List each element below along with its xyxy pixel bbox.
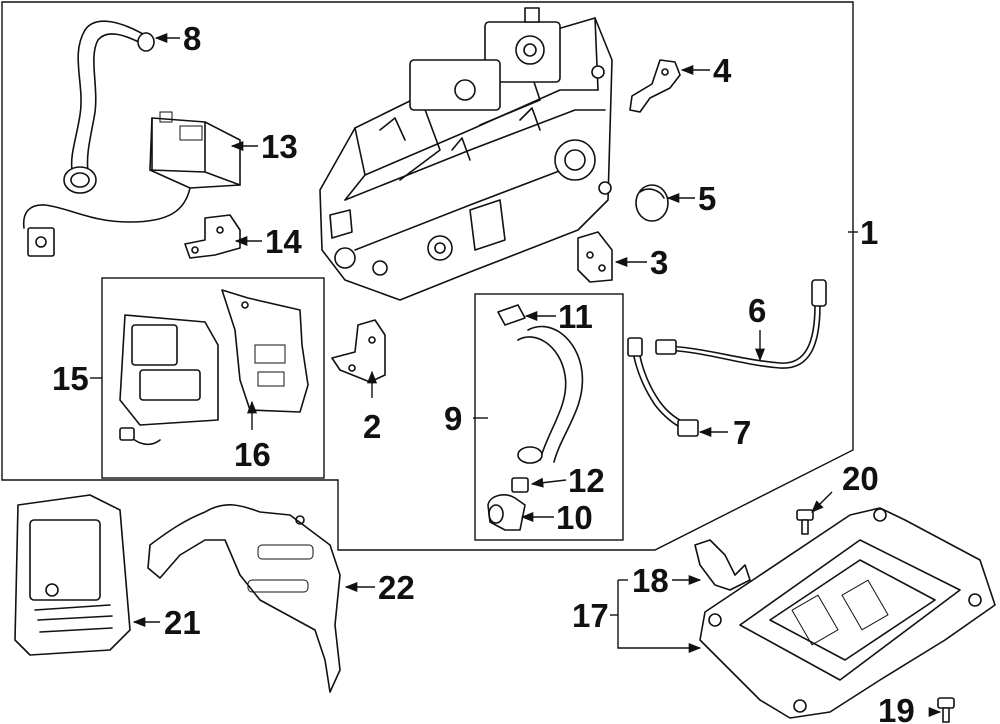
callout-17: 17 (572, 597, 609, 634)
callout-8: 8 (183, 20, 201, 57)
hose-part-9 (517, 325, 584, 464)
plate-part-16 (221, 289, 309, 413)
bracket-part-22 (147, 504, 341, 693)
callout-5: 5 (698, 180, 716, 217)
callout-1: 1 (860, 214, 878, 251)
cap-part-5 (635, 184, 669, 222)
module-part-13 (22, 111, 241, 257)
motor-assembly-part-1 (319, 7, 613, 301)
frame-part-17 (699, 507, 996, 719)
callout-10: 10 (556, 499, 593, 536)
bracket-part-18 (694, 539, 751, 591)
coolant-hose-part-8 (63, 20, 155, 194)
callout-15: 15 (52, 360, 89, 397)
callout-19: 19 (878, 692, 915, 724)
callout-20: 20 (842, 460, 879, 497)
callout-12: 12 (568, 462, 605, 499)
ecu-part-21 (14, 494, 131, 656)
bracket-part-4 (629, 59, 681, 113)
controller-part-15 (119, 314, 219, 446)
subassembly-frame-9-12 (474, 293, 624, 541)
clamp-part-12 (511, 477, 529, 493)
callout-16: 16 (234, 436, 271, 473)
leader-lines (90, 32, 942, 718)
bolt-part-19 (937, 697, 955, 723)
callout-4: 4 (713, 52, 732, 89)
clamp-part-11 (497, 304, 526, 326)
callout-6: 6 (748, 292, 766, 329)
cable-part-6 (655, 279, 827, 369)
main-assembly-frame (1, 1, 854, 551)
callout-22: 22 (378, 569, 415, 606)
callout-13: 13 (261, 128, 298, 165)
callout-9: 9 (444, 400, 462, 437)
callout-11: 11 (558, 298, 593, 335)
callout-14: 14 (265, 223, 302, 260)
callout-labels: 8 13 14 4 5 3 1 6 11 15 2 9 7 16 20 12 1… (52, 20, 915, 724)
callout-21: 21 (164, 604, 201, 641)
callout-3: 3 (650, 244, 668, 281)
bolt-part-20 (796, 509, 814, 535)
callout-7: 7 (733, 414, 751, 451)
cable-part-7 (627, 337, 699, 437)
bracket-part-14 (184, 214, 241, 259)
fitting-part-10 (487, 494, 526, 531)
callout-2: 2 (363, 408, 381, 445)
callout-18: 18 (632, 562, 669, 599)
bracket-part-2 (331, 319, 386, 383)
bracket-part-3 (577, 231, 613, 283)
